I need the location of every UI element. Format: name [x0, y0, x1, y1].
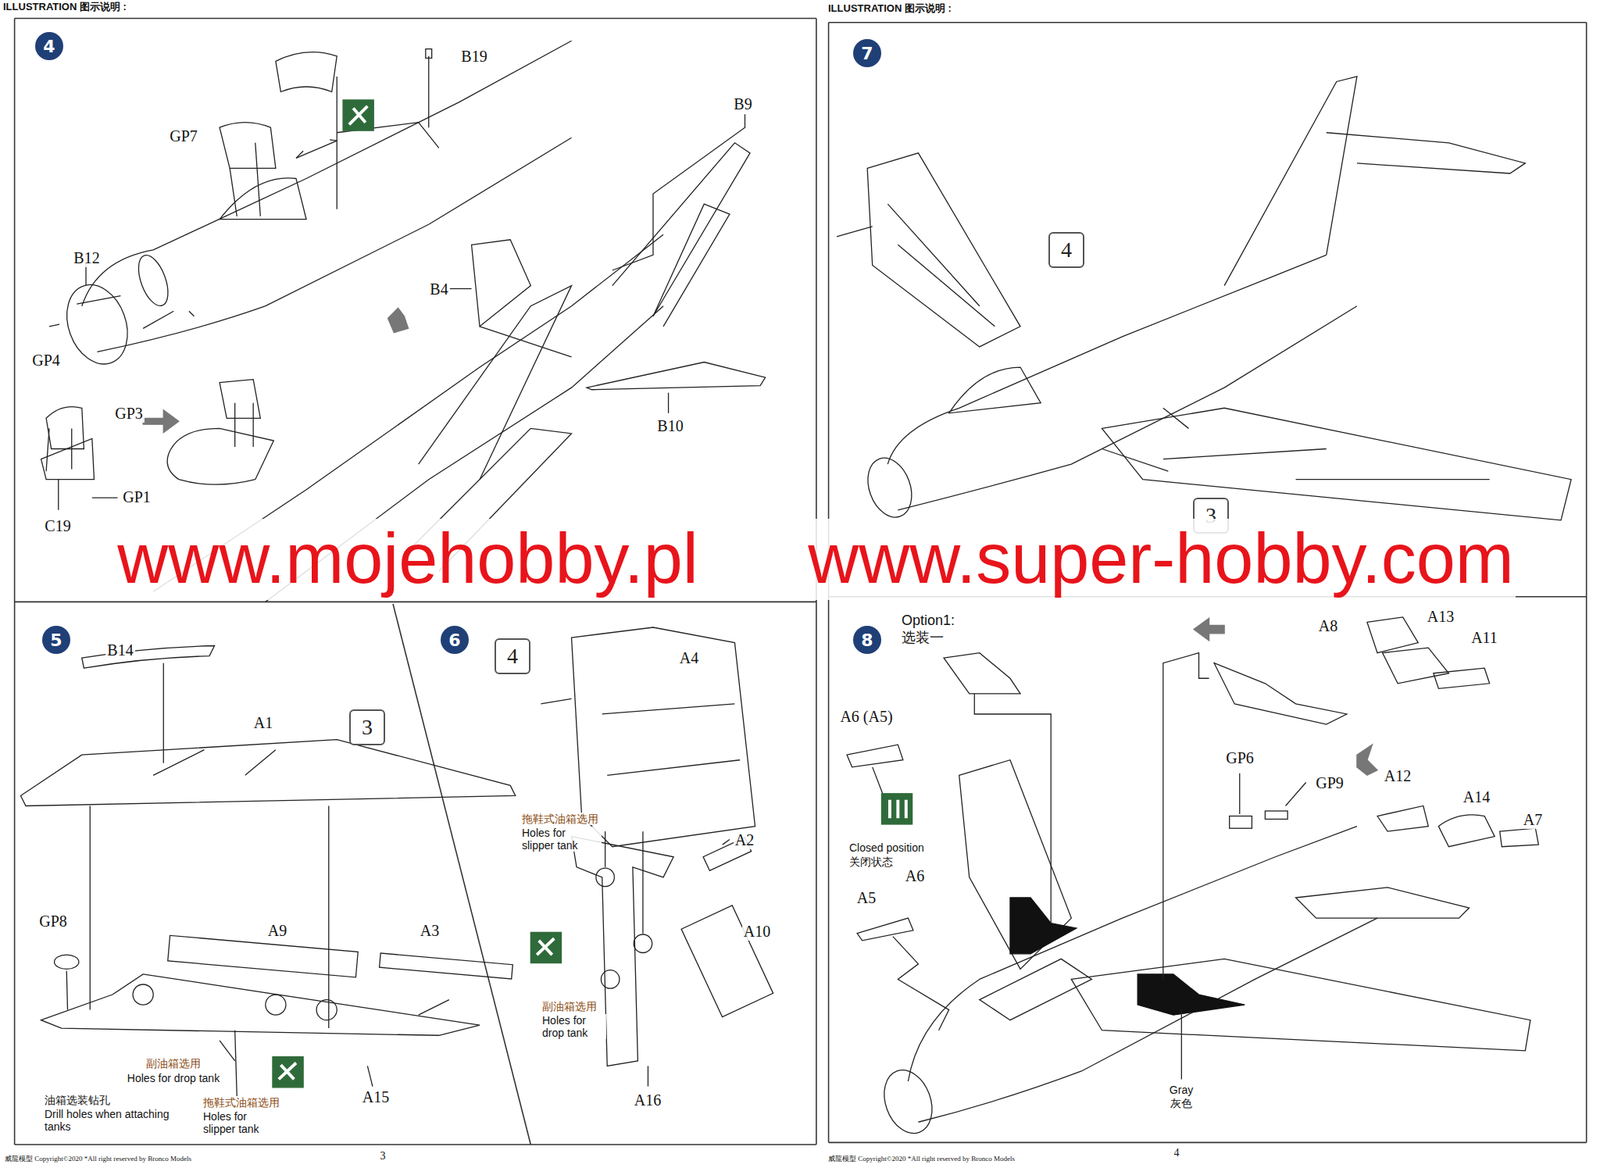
step-number-text: 3 [361, 714, 373, 740]
part-number: C19 [42, 517, 72, 536]
step-number: 4 [35, 32, 64, 61]
part-number: GP9 [1314, 774, 1346, 793]
part-number: B4 [428, 280, 450, 299]
step-number-text: 4 [42, 36, 55, 57]
step-number-text: 4 [1060, 237, 1072, 263]
note: 油箱选装钻孔 [42, 1093, 112, 1107]
part-number: A12 [1382, 767, 1413, 786]
part-number: A11 [1469, 628, 1500, 647]
part-number: A3 [418, 921, 441, 940]
note: Holes for slipper tank [201, 1110, 283, 1136]
part-number: A1 [252, 714, 275, 733]
footer: 威龍模型 Copyright©2020 *All right reserved … [826, 1154, 1017, 1163]
footer: 威龍模型 Copyright©2020 *All right reserved … [3, 1154, 193, 1163]
step-number: 7 [853, 39, 882, 68]
step-number: 8 [853, 625, 882, 654]
sub-assembly-box: 4 [1048, 232, 1085, 268]
part-number: A13 [1425, 607, 1456, 626]
page-header: ILLUSTRATION 图示说明 : [1, 1, 129, 14]
part-number: A2 [733, 831, 756, 850]
part-number: B14 [105, 641, 135, 660]
note: 副油箱选用 [144, 1057, 203, 1070]
note: Drill holes when attaching tanks [42, 1107, 175, 1133]
part-number: A8 [1317, 617, 1340, 636]
part-number: GP3 [113, 404, 145, 423]
page-header: ILLUSTRATION 图示说明 : [826, 3, 954, 15]
part-number: A14 [1461, 788, 1492, 807]
part-number: B9 [732, 95, 754, 114]
note: Gray [1167, 1083, 1195, 1097]
note: 选装一 [900, 629, 946, 647]
step-number-text: 6 [448, 630, 461, 650]
part-number: B10 [655, 417, 685, 436]
step-number-text: 5 [50, 630, 62, 650]
step-number: 6 [440, 625, 469, 654]
note: 拖鞋式油箱选用 [201, 1096, 282, 1109]
part-number: A9 [266, 921, 289, 940]
part-number: GP6 [1224, 749, 1256, 768]
part-number: A5 [855, 889, 878, 908]
sub-assembly-box: 4 [494, 638, 531, 675]
page-number: 4 [1172, 1146, 1182, 1160]
part-number: GP4 [30, 351, 62, 370]
note: 拖鞋式油箱选用 [520, 812, 600, 825]
sub-assembly-box: 3 [349, 709, 386, 746]
part-number: A16 [632, 1091, 663, 1110]
step-number-text: 4 [507, 643, 518, 669]
step-number-text: 7 [860, 43, 873, 64]
note: Holes for drop tank [125, 1071, 222, 1085]
note: Holes for drop tank [540, 1014, 607, 1040]
watermark: www.mojehobby.pl [115, 518, 700, 600]
note: 副油箱选用 [540, 1000, 599, 1013]
step-number-text: 8 [860, 630, 873, 650]
note: Option1: [900, 612, 957, 629]
step-number: 5 [42, 625, 71, 654]
part-number: A4 [678, 649, 700, 668]
part-number: B12 [71, 249, 101, 268]
note: 灰色 [1168, 1096, 1194, 1110]
part-number: A15 [360, 1088, 391, 1107]
part-number: GP8 [37, 912, 69, 931]
part-number: A6 (A5) [838, 707, 894, 726]
part-number: GP7 [167, 127, 200, 146]
note: Closed position [847, 841, 926, 854]
note: 关闭状态 [847, 855, 895, 868]
part-number: GP1 [121, 488, 153, 507]
part-number: B19 [459, 47, 489, 66]
watermark: www.super-hobby.com [806, 518, 1516, 600]
part-number: A7 [1521, 810, 1544, 829]
part-number: A6 [903, 867, 926, 886]
part-number: A10 [742, 922, 772, 941]
note: Holes for slipper tank [520, 826, 602, 852]
page-number: 3 [378, 1150, 388, 1163]
